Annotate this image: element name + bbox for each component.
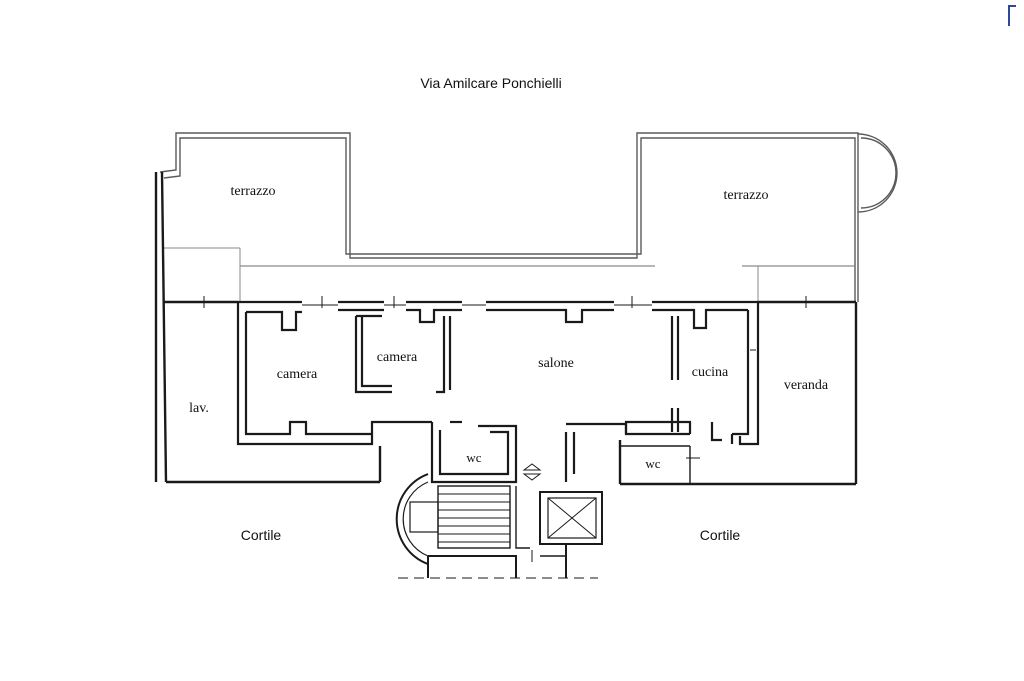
room-label-wc-1: wc (466, 450, 482, 465)
street-label: Via Amilcare Ponchielli (420, 75, 562, 91)
courtyard-label-right: Cortile (699, 527, 741, 543)
stair-core (395, 463, 603, 579)
room-label-terrazzo-right: terrazzo (723, 188, 769, 203)
room-label-camera-2: camera (376, 350, 418, 365)
apartment-walls (236, 300, 760, 484)
room-label-lav: lav. (189, 401, 209, 416)
room-label-cucina: cucina (691, 365, 729, 380)
room-label-veranda: veranda (783, 378, 829, 393)
balcony-arc (857, 133, 898, 213)
outer-walls (154, 171, 858, 486)
courtyard-label-left: Cortile (240, 527, 282, 543)
terrace-outline (159, 132, 859, 302)
room-label-camera-1: camera (276, 367, 318, 382)
window-marks (203, 296, 807, 464)
room-label-salone: salone (538, 356, 574, 371)
room-label-terrazzo-left: terrazzo (230, 184, 276, 199)
corner-bracket-icon (1008, 5, 1016, 26)
room-label-wc-2: wc (645, 456, 661, 471)
